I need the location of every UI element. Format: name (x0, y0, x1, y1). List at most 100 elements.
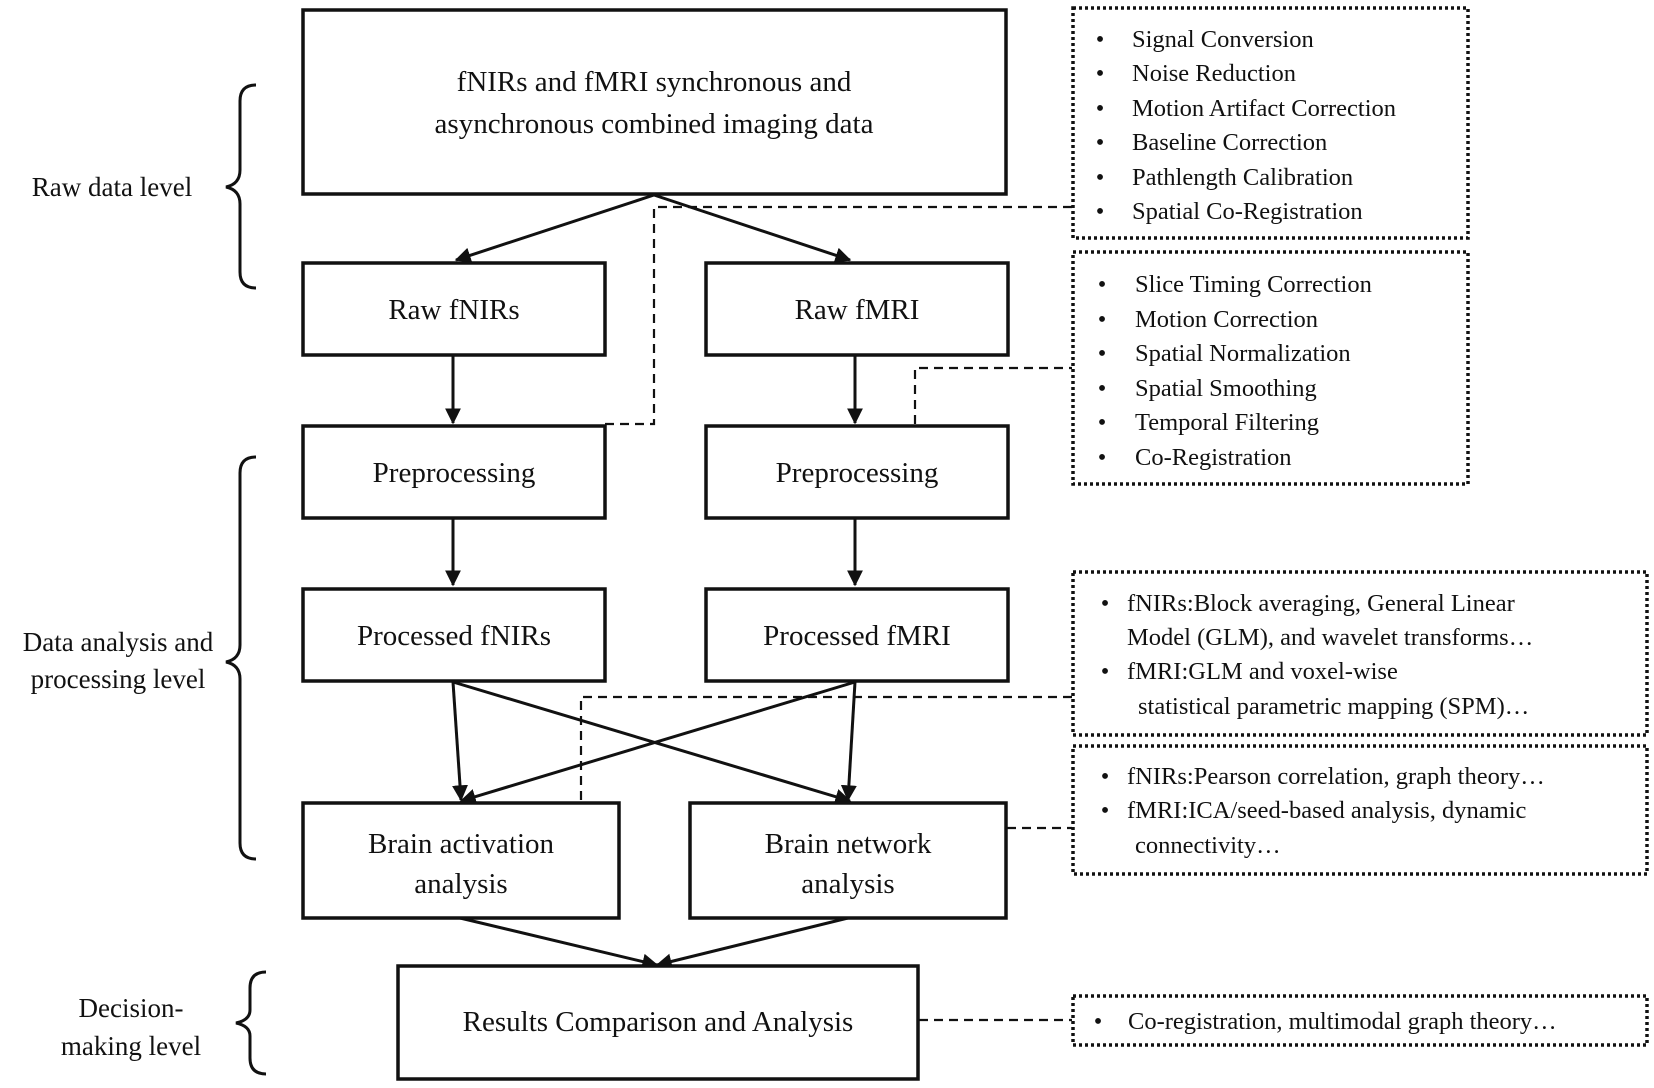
connector-fmri-preprocessing-note (913, 366, 1072, 424)
bullet-glyph: • (1096, 95, 1105, 122)
bullet-glyph: • (1098, 306, 1107, 333)
note-item-text: Temporal Filtering (1135, 409, 1319, 436)
bullet-glyph: • (1096, 164, 1105, 191)
node-fnirs-preprocessing: Preprocessing (301, 424, 607, 520)
bullet-glyph: • (1098, 444, 1107, 471)
activation-fnirs-line1: fNIRs:Block averaging, General Linear (1127, 590, 1515, 617)
note-fmri-preprocessing: • Slice Timing Correction • Motion Corre… (1071, 250, 1470, 486)
note-activation-methods: • fNIRs:Block averaging, General Linear … (1071, 570, 1649, 737)
bullet-glyph: • (1096, 129, 1105, 156)
bullet-glyph: • (1101, 658, 1110, 685)
note-item-text: Noise Reduction (1132, 60, 1296, 87)
combined-imaging-line2: asynchronous combined imaging data (435, 108, 874, 140)
combined-imaging-line1: fNIRs and fMRI synchronous and (457, 66, 852, 98)
note-fnirs-preprocessing-item: • Pathlength Calibration (1096, 164, 1353, 191)
note-connectors (579, 205, 1072, 1022)
node-raw-fmri: Raw fMRI (704, 261, 1010, 357)
network-fnirs-line1: fNIRs:Pearson correlation, graph theory… (1127, 763, 1545, 790)
connector-fnirs-preprocessing-note (605, 205, 1072, 426)
node-brain-activation-analysis: Brain activation analysis (301, 801, 621, 920)
brain-network-line2: analysis (801, 868, 894, 900)
note-item-text: Slice Timing Correction (1135, 271, 1372, 298)
note-network-methods: • fNIRs:Pearson correlation, graph theor… (1071, 744, 1649, 876)
raw-fmri-label: Raw fMRI (795, 294, 920, 326)
note-item-text: Motion Artifact Correction (1132, 95, 1396, 122)
arrow-processed-fmri-to-activation (459, 680, 856, 805)
raw-fnirs-label: Raw fNIRs (388, 294, 519, 326)
arrow-processed-fmri-to-network (840, 681, 857, 802)
note-item-text: Spatial Normalization (1135, 340, 1351, 367)
activation-fnirs-line2: Model (GLM), and wavelet transforms… (1127, 624, 1533, 651)
results-comparison-label: Results Comparison and Analysis (463, 1006, 854, 1038)
note-fmri-preprocessing-item: • Slice Timing Correction (1098, 271, 1372, 298)
node-fmri-preprocessing: Preprocessing (704, 424, 1010, 520)
processed-fmri-label: Processed fMRI (763, 620, 951, 652)
note-item-text: Pathlength Calibration (1132, 164, 1353, 191)
activation-fmri-line1: fMRI:GLM and voxel-wise (1127, 658, 1398, 685)
note-fnirs-preprocessing-item: • Spatial Co-Registration (1096, 198, 1363, 225)
analysis-level-brace (225, 455, 257, 861)
node-processed-fmri: Processed fMRI (704, 587, 1010, 683)
decision-level-label-line1: Decision- (79, 993, 184, 1023)
note-fnirs-preprocessing-item: • Motion Artifact Correction (1096, 95, 1396, 122)
network-fmri-line1: fMRI:ICA/seed-based analysis, dynamic (1127, 797, 1527, 824)
node-results-comparison: Results Comparison and Analysis (396, 964, 920, 1081)
node-processed-fnirs: Processed fNIRs (301, 587, 607, 683)
bullet-glyph: • (1098, 271, 1107, 298)
bullet-glyph: • (1101, 797, 1110, 824)
connector-activation-note (579, 695, 1072, 800)
note-item-text: Motion Correction (1135, 306, 1318, 333)
raw-level-label: Raw data level (32, 172, 192, 202)
processed-fnirs-label: Processed fNIRs (357, 620, 551, 652)
arrow-combined-to-raw-fmri (653, 193, 852, 263)
bullet-glyph: • (1096, 60, 1105, 87)
bullet-glyph: • (1096, 26, 1105, 53)
note-item-text: Spatial Co-Registration (1132, 198, 1363, 225)
analysis-level-label-line2: processing level (31, 664, 206, 694)
note-item-text: Signal Conversion (1132, 26, 1314, 53)
fmri-preprocessing-label: Preprocessing (776, 457, 939, 489)
note-fmri-preprocessing-item: • Motion Correction (1098, 306, 1318, 333)
note-fmri-preprocessing-item: • Spatial Normalization (1098, 340, 1351, 367)
note-fnirs-preprocessing-item: • Noise Reduction (1096, 60, 1296, 87)
brain-activation-line1: Brain activation (368, 828, 555, 860)
brain-activation-line2: analysis (414, 868, 507, 900)
arrow-network-to-results (655, 916, 849, 970)
node-brain-network-analysis: Brain network analysis (688, 801, 1008, 920)
arrow-combined-to-raw-fnirs (454, 193, 655, 264)
brain-network-line1: Brain network (765, 828, 932, 860)
arrow-processed-fnirs-to-network (452, 680, 852, 805)
bullet-glyph: • (1096, 198, 1105, 225)
bullet-glyph: • (1098, 375, 1107, 402)
bullet-glyph: • (1094, 1008, 1103, 1035)
arrow-activation-to-results (459, 916, 659, 970)
fnirs-preprocessing-label: Preprocessing (373, 457, 536, 489)
bullet-glyph: • (1098, 409, 1107, 436)
node-combined-imaging: fNIRs and fMRI synchronous and asynchron… (301, 8, 1008, 196)
bullet-glyph: • (1101, 763, 1110, 790)
note-results-methods: • Co-registration, multimodal graph theo… (1071, 994, 1649, 1047)
arrow-processed-fnirs-to-activation (451, 681, 468, 802)
note-fmri-preprocessing-item: • Spatial Smoothing (1098, 375, 1317, 402)
activation-fmri-line2: statistical parametric mapping (SPM)… (1138, 693, 1529, 720)
raw-level-brace (225, 83, 257, 290)
results-methods-text: Co-registration, multimodal graph theory… (1128, 1008, 1557, 1035)
note-item-text: Baseline Correction (1132, 129, 1327, 156)
bullet-glyph: • (1098, 340, 1107, 367)
note-fnirs-preprocessing: • Signal Conversion • Noise Reduction • … (1071, 6, 1470, 240)
decision-level-label-line2: making level (61, 1031, 201, 1061)
network-fmri-line2: connectivity… (1135, 832, 1281, 859)
flow-arrows (445, 193, 863, 970)
bullet-glyph: • (1101, 590, 1110, 617)
note-fnirs-preprocessing-item: • Baseline Correction (1096, 129, 1328, 156)
analysis-level-label-line1: Data analysis and (23, 627, 214, 657)
node-raw-fnirs: Raw fNIRs (301, 261, 607, 357)
note-fmri-preprocessing-item: • Temporal Filtering (1098, 409, 1319, 436)
note-item-text: Co-Registration (1135, 444, 1292, 471)
decision-level-brace (235, 970, 267, 1076)
note-fmri-preprocessing-item: • Co-Registration (1098, 444, 1292, 471)
note-fnirs-preprocessing-item: • Signal Conversion (1096, 26, 1314, 53)
note-item-text: Spatial Smoothing (1135, 375, 1317, 402)
